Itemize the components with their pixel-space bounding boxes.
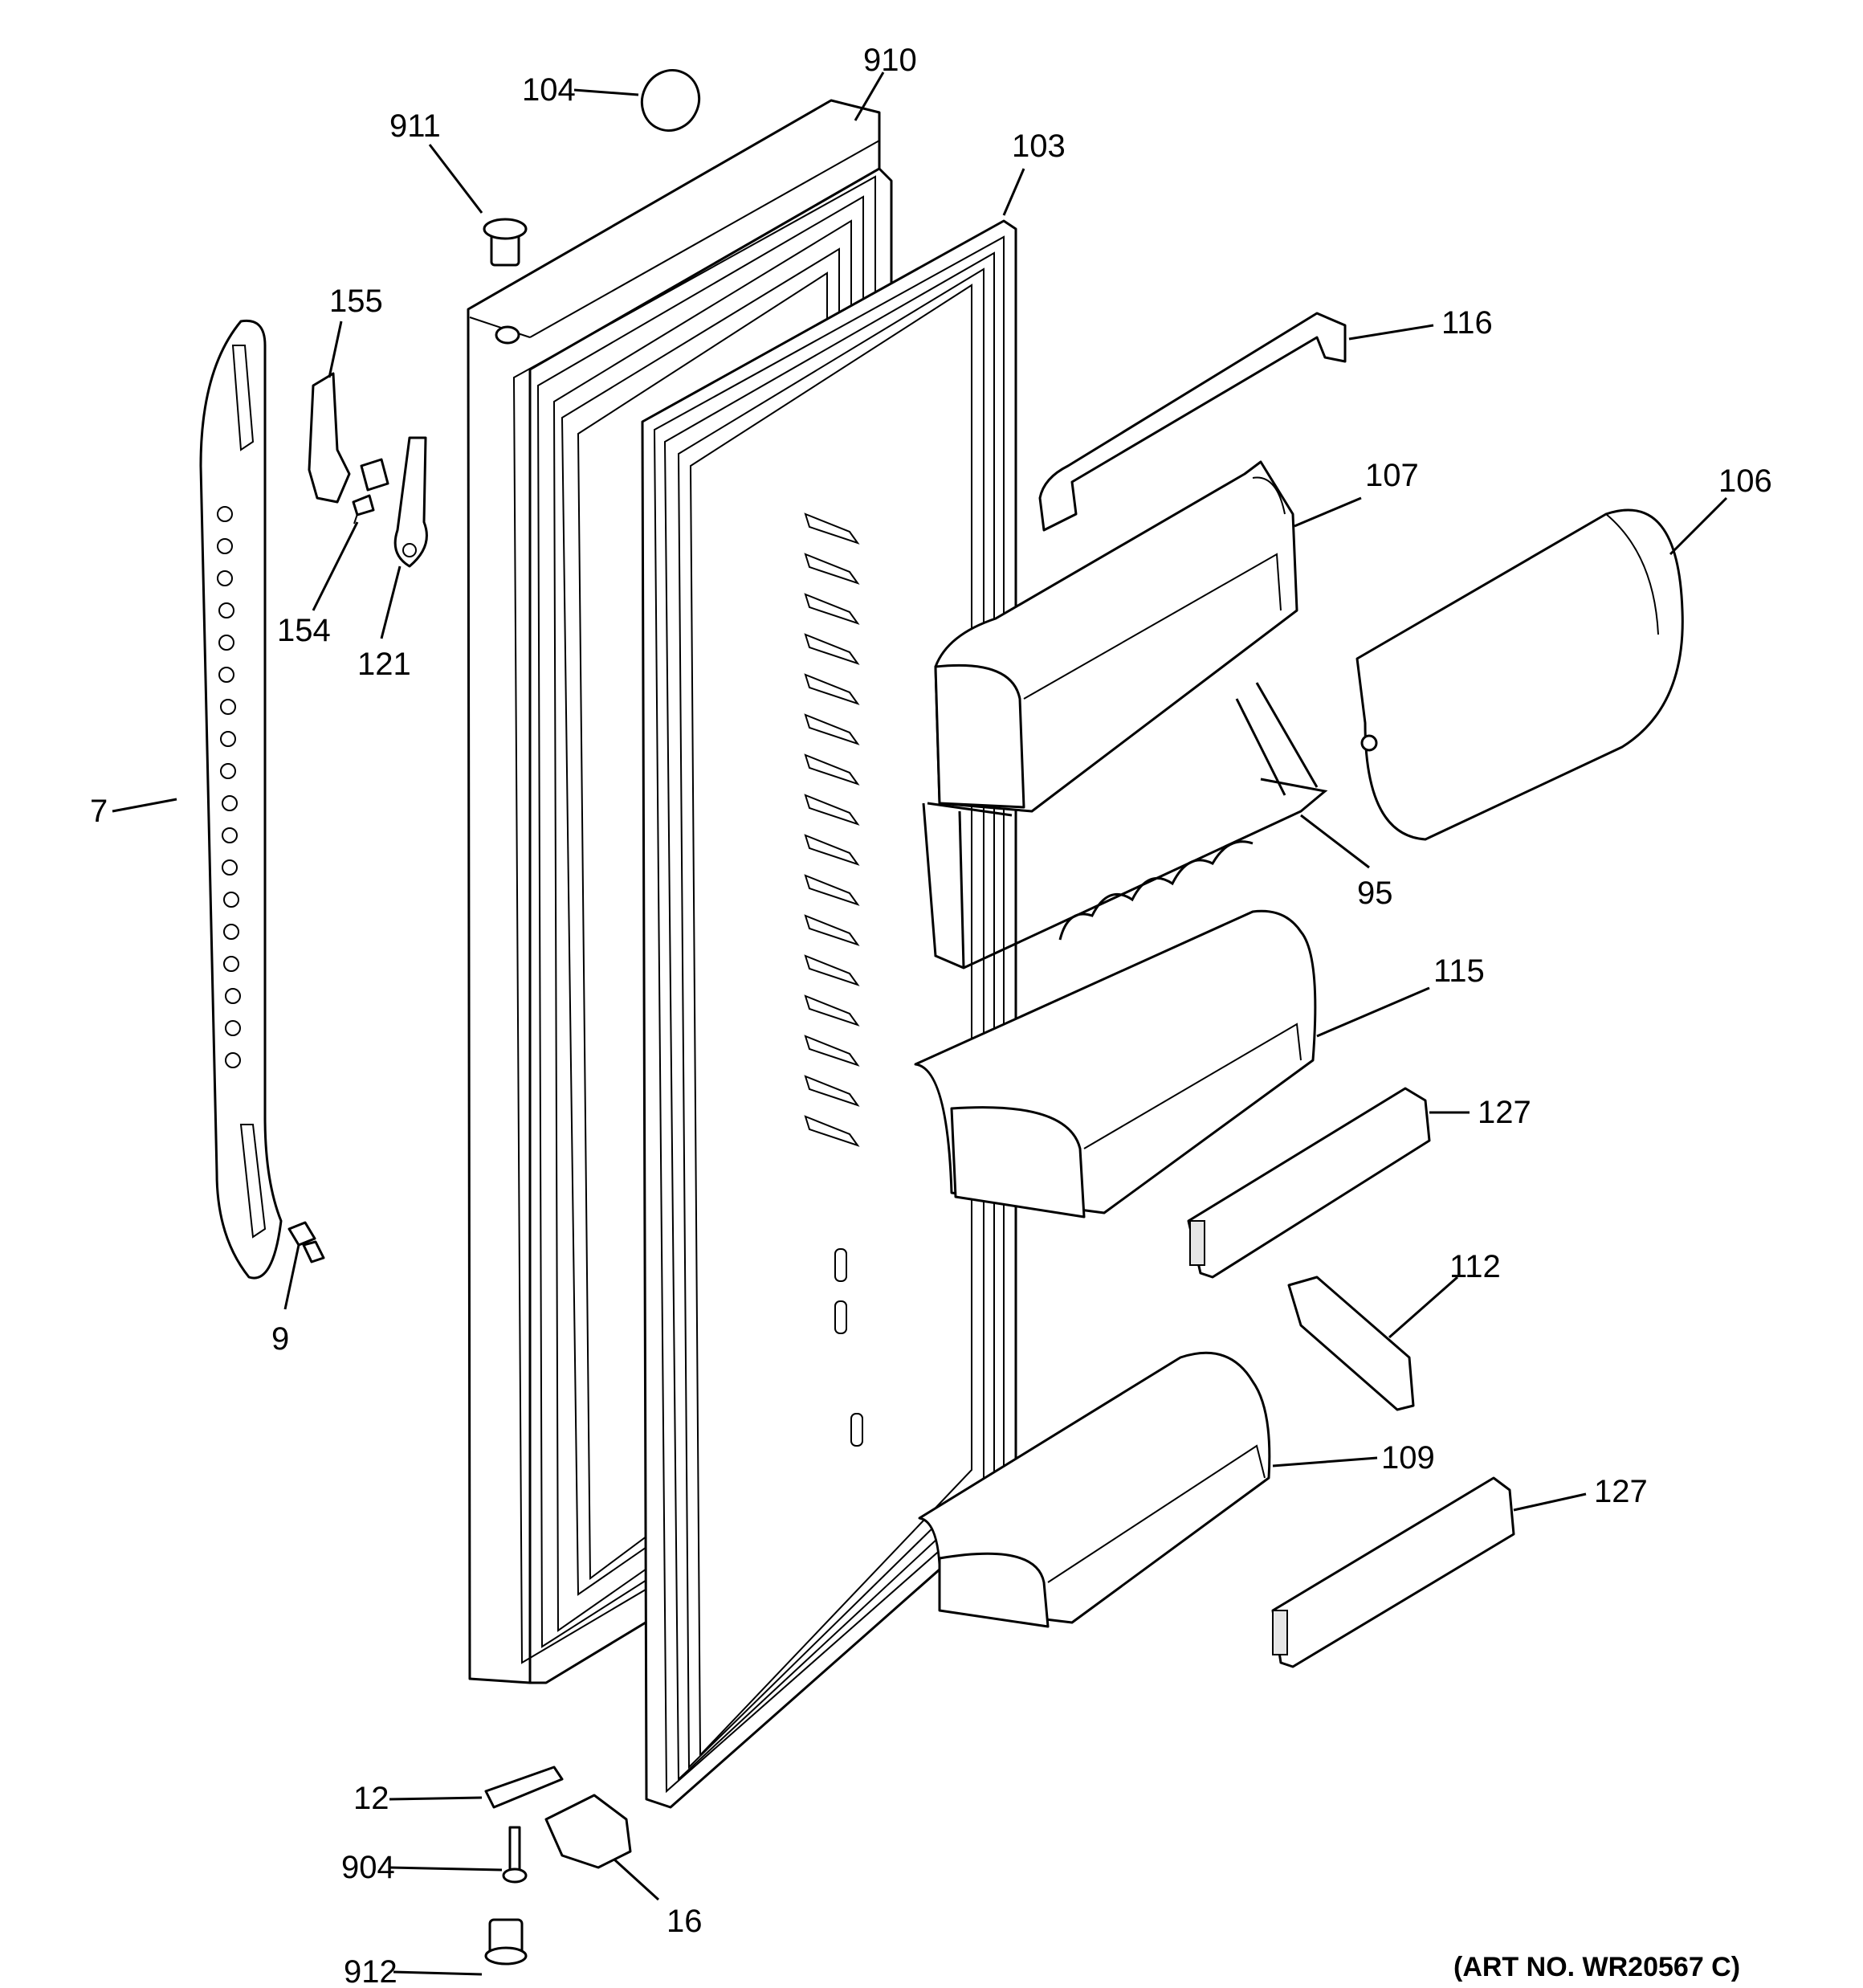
label-910: 910 bbox=[863, 43, 917, 78]
label-912: 912 bbox=[344, 1954, 397, 1988]
label-16: 16 bbox=[667, 1904, 703, 1939]
part-9-bolt bbox=[287, 1221, 325, 1263]
label-115: 115 bbox=[1433, 953, 1485, 989]
part-112-divider bbox=[1287, 1276, 1415, 1411]
part-16-hinge bbox=[544, 1794, 632, 1869]
part-155-bracket bbox=[308, 372, 351, 504]
part-7-handle bbox=[199, 319, 283, 1280]
label-7: 7 bbox=[90, 794, 108, 829]
label-112: 112 bbox=[1449, 1249, 1501, 1284]
handle-grip-texture bbox=[217, 506, 241, 1068]
part-107-upper-bin bbox=[934, 460, 1298, 813]
label-904: 904 bbox=[341, 1850, 395, 1885]
part-127-clip-b bbox=[1271, 1476, 1515, 1668]
part-95-wire-rack bbox=[922, 682, 1328, 970]
label-109: 109 bbox=[1381, 1440, 1435, 1476]
part-106-cover bbox=[1355, 508, 1684, 841]
part-115-middle-bin bbox=[914, 909, 1317, 1219]
liner-ribs bbox=[804, 512, 863, 1447]
part-109-lower-bin bbox=[918, 1351, 1271, 1628]
label-154: 154 bbox=[277, 613, 331, 648]
leader-lines bbox=[112, 71, 1728, 1976]
label-127-lower: 127 bbox=[1594, 1474, 1648, 1509]
label-9: 9 bbox=[271, 1321, 289, 1357]
part-911-bushing bbox=[483, 218, 528, 267]
part-104-plug bbox=[640, 69, 701, 132]
label-12: 12 bbox=[353, 1781, 389, 1816]
label-911: 911 bbox=[389, 108, 441, 144]
part-labels: 910 104 911 103 155 116 107 106 154 121 … bbox=[90, 43, 1772, 1988]
label-107: 107 bbox=[1365, 458, 1419, 493]
part-12-bracket bbox=[484, 1766, 564, 1809]
part-127-clip-a bbox=[1187, 1087, 1431, 1279]
label-127-upper: 127 bbox=[1478, 1095, 1531, 1130]
part-912-bushing bbox=[484, 1918, 528, 1966]
label-116: 116 bbox=[1441, 305, 1493, 341]
label-103: 103 bbox=[1012, 129, 1066, 164]
part-121-lever bbox=[393, 436, 428, 568]
label-155: 155 bbox=[329, 284, 383, 319]
label-121: 121 bbox=[357, 647, 411, 682]
label-106: 106 bbox=[1718, 463, 1772, 499]
label-95: 95 bbox=[1357, 876, 1393, 911]
part-904-screw bbox=[502, 1826, 528, 1884]
part-116-rail bbox=[1038, 312, 1347, 532]
label-104: 104 bbox=[522, 72, 576, 108]
hinge-screw bbox=[360, 458, 389, 492]
part-154-screw bbox=[352, 494, 375, 525]
art-number: (ART NO. WR20567 C) bbox=[1453, 1952, 1740, 1982]
